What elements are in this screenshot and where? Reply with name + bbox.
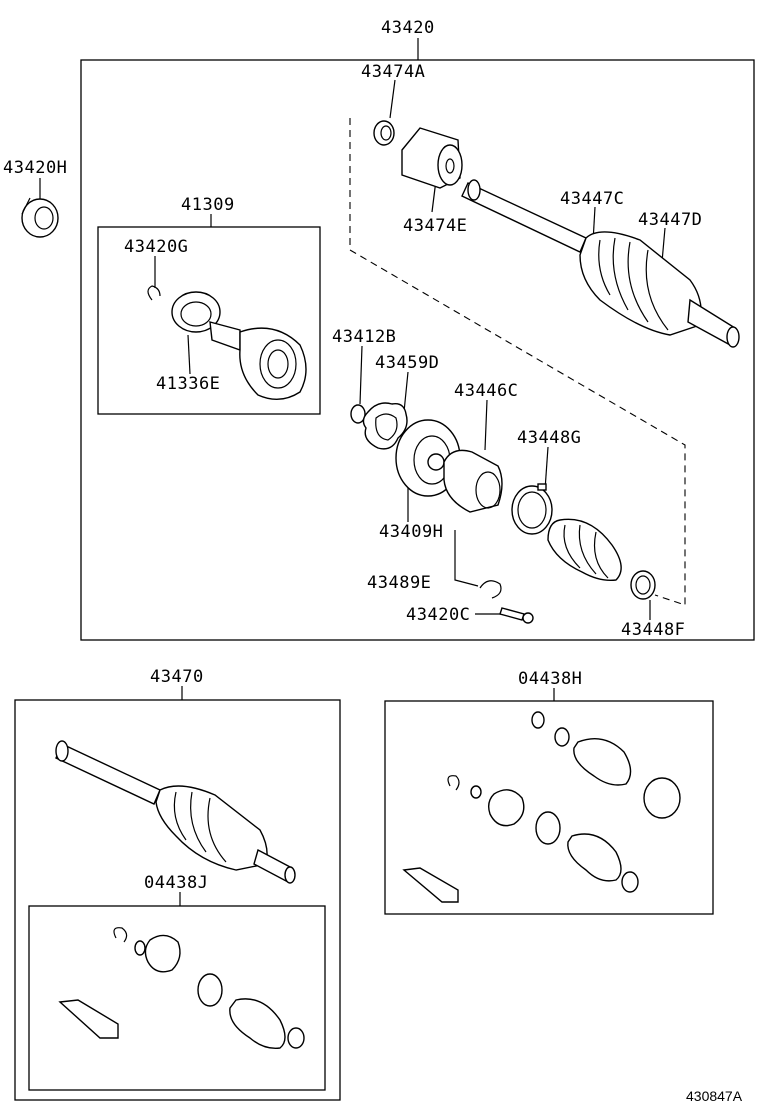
- part-41309-joint-cup: [171, 291, 307, 400]
- subassembly-box-41309: [97, 226, 321, 415]
- label-04438J: 04438J: [144, 873, 208, 893]
- kit-04438J-parts: [58, 927, 305, 1049]
- kit-h-snap-ring: [447, 775, 460, 791]
- kit-h-clamp-large: [643, 777, 681, 819]
- label-43448F: 43448F: [621, 620, 685, 640]
- leader-lines: [39, 38, 666, 906]
- assembly-box-43470: [14, 699, 341, 1101]
- kit-j-snap-ring: [113, 927, 128, 943]
- kit-04438H-parts: [402, 711, 681, 903]
- label-43412B: 43412B: [332, 327, 396, 347]
- part-43474A-clip: [373, 120, 395, 146]
- part-43420C-bolt: [499, 607, 534, 624]
- kit-h-gasket: [487, 789, 525, 827]
- part-labels: 43420 43474A 43420H 43474E 41309 43447C …: [3, 18, 743, 1104]
- label-43474E: 43474E: [403, 216, 467, 236]
- kit-h-clamp-end: [621, 871, 639, 893]
- label-43474A: 43474A: [361, 62, 425, 82]
- kit-j-boot: [229, 998, 286, 1049]
- label-41336E: 41336E: [156, 374, 220, 394]
- label-43420H: 43420H: [3, 158, 67, 178]
- kit-h-grease-tube: [402, 867, 459, 903]
- figure-code: 430847A: [686, 1088, 743, 1104]
- part-43446C-collar: [443, 449, 503, 513]
- label-43489E: 43489E: [367, 573, 431, 593]
- part-43459D-gasket: [362, 402, 408, 450]
- kit-j-clamp-large: [197, 973, 223, 1007]
- kit-j-grease-tube: [58, 999, 119, 1039]
- kit-h-boot-upper: [573, 738, 632, 786]
- label-04438H: 04438H: [518, 669, 582, 689]
- part-43474E-damper: [401, 127, 463, 189]
- part-43412B-ring: [350, 404, 366, 424]
- label-43409H: 43409H: [379, 522, 443, 542]
- part-43448G-clamp: [511, 483, 553, 535]
- dashed-group-outline: [349, 118, 686, 606]
- part-43459D-gasket-inner: [375, 413, 398, 441]
- label-43420C: 43420C: [406, 605, 470, 625]
- part-outboard-shaft: [461, 179, 740, 348]
- kit-h-ring: [470, 785, 482, 799]
- kit-j-clamp-small: [287, 1027, 305, 1049]
- kit-j-gasket: [144, 934, 181, 973]
- label-43447D: 43447D: [638, 210, 702, 230]
- label-43420: 43420: [381, 18, 435, 38]
- label-43420G: 43420G: [124, 237, 188, 257]
- label-43448G: 43448G: [517, 428, 581, 448]
- kit-box-04438H: [384, 700, 714, 915]
- kit-h-boot-lower: [567, 833, 622, 882]
- label-43470: 43470: [150, 667, 204, 687]
- part-43420G-snap-ring: [147, 285, 161, 301]
- label-43446C: 43446C: [454, 381, 518, 401]
- part-43470-shaft-assembly: [55, 740, 296, 884]
- part-43420H-bearing: [21, 197, 59, 238]
- kit-h-ring-small: [531, 711, 545, 729]
- kit-j-ring: [134, 940, 146, 956]
- part-43489E-snap-ring: [479, 580, 502, 599]
- label-41309: 41309: [181, 195, 235, 215]
- kit-box-04438J: [28, 905, 326, 1091]
- kit-h-clamp-small: [554, 727, 570, 747]
- label-43459D: 43459D: [375, 353, 439, 373]
- label-43447C: 43447C: [560, 189, 624, 209]
- part-inboard-boot: [547, 518, 622, 582]
- kit-h-clamp-mid: [535, 811, 561, 845]
- part-43448F-clamp: [630, 570, 656, 600]
